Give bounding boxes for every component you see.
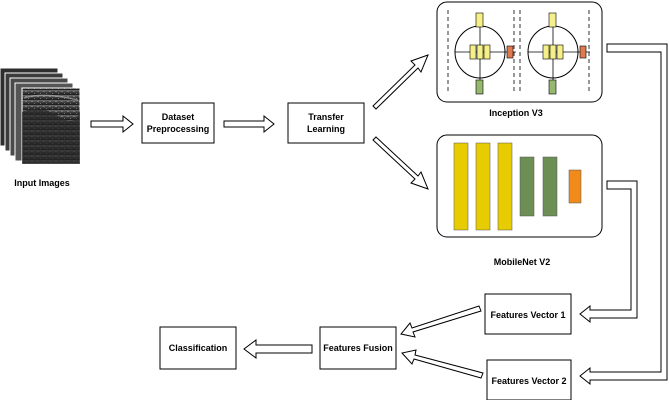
mobilenet-layer-1 bbox=[453, 142, 469, 231]
fv1-label: Features Vector 1 bbox=[490, 310, 565, 320]
arrow-fv2-to-fusion bbox=[401, 349, 484, 379]
connector-mobilenet-to-fv1 bbox=[579, 180, 638, 324]
arrow-fv1-to-fusion bbox=[400, 305, 482, 338]
input-images-caption: Input Images bbox=[14, 178, 70, 188]
transfer-label-line2: Learning bbox=[307, 124, 345, 134]
inception-module-2 bbox=[527, 12, 590, 95]
arrow-fusion-to-classification bbox=[243, 339, 313, 359]
classification-box: Classification bbox=[159, 326, 237, 370]
fusion-label: Features Fusion bbox=[323, 343, 393, 353]
inception-v3-block bbox=[436, 1, 603, 103]
mobilenet-v2-caption: MobileNet V2 bbox=[494, 257, 551, 267]
transfer-learning-box: Transfer Learning bbox=[287, 102, 365, 144]
features-vector-2-box: Features Vector 2 bbox=[486, 359, 572, 400]
classification-label: Classification bbox=[169, 343, 228, 353]
arrow-transfer-to-mobilenet bbox=[372, 136, 429, 190]
mobilenet-layer-3 bbox=[497, 142, 513, 231]
mobilenet-v2-block bbox=[436, 134, 603, 238]
mobilenet-layer-2 bbox=[475, 142, 491, 231]
inception-v3-caption: Inception V3 bbox=[489, 108, 543, 118]
features-fusion-box: Features Fusion bbox=[319, 326, 397, 370]
arrow-transfer-to-inception bbox=[372, 54, 429, 110]
input-image-stack bbox=[0, 67, 81, 165]
mobilenet-layer-5 bbox=[542, 156, 558, 217]
preprocessing-box: Dataset Preprocessing bbox=[141, 102, 215, 144]
mobilenet-layer-6 bbox=[568, 169, 582, 204]
arrow-input-to-preprocessing bbox=[90, 114, 134, 134]
preprocessing-label-line2: Preprocessing bbox=[147, 124, 210, 134]
mobilenet-layer-4 bbox=[519, 156, 535, 217]
features-vector-1-box: Features Vector 1 bbox=[484, 293, 572, 335]
inception-module-1 bbox=[454, 12, 516, 95]
preprocessing-label-line1: Dataset bbox=[162, 112, 195, 122]
arrow-preprocessing-to-transfer bbox=[223, 114, 275, 134]
fv2-label: Features Vector 2 bbox=[491, 376, 566, 386]
connector-inception-to-fv2 bbox=[579, 43, 668, 386]
transfer-label-line1: Transfer bbox=[308, 112, 344, 122]
